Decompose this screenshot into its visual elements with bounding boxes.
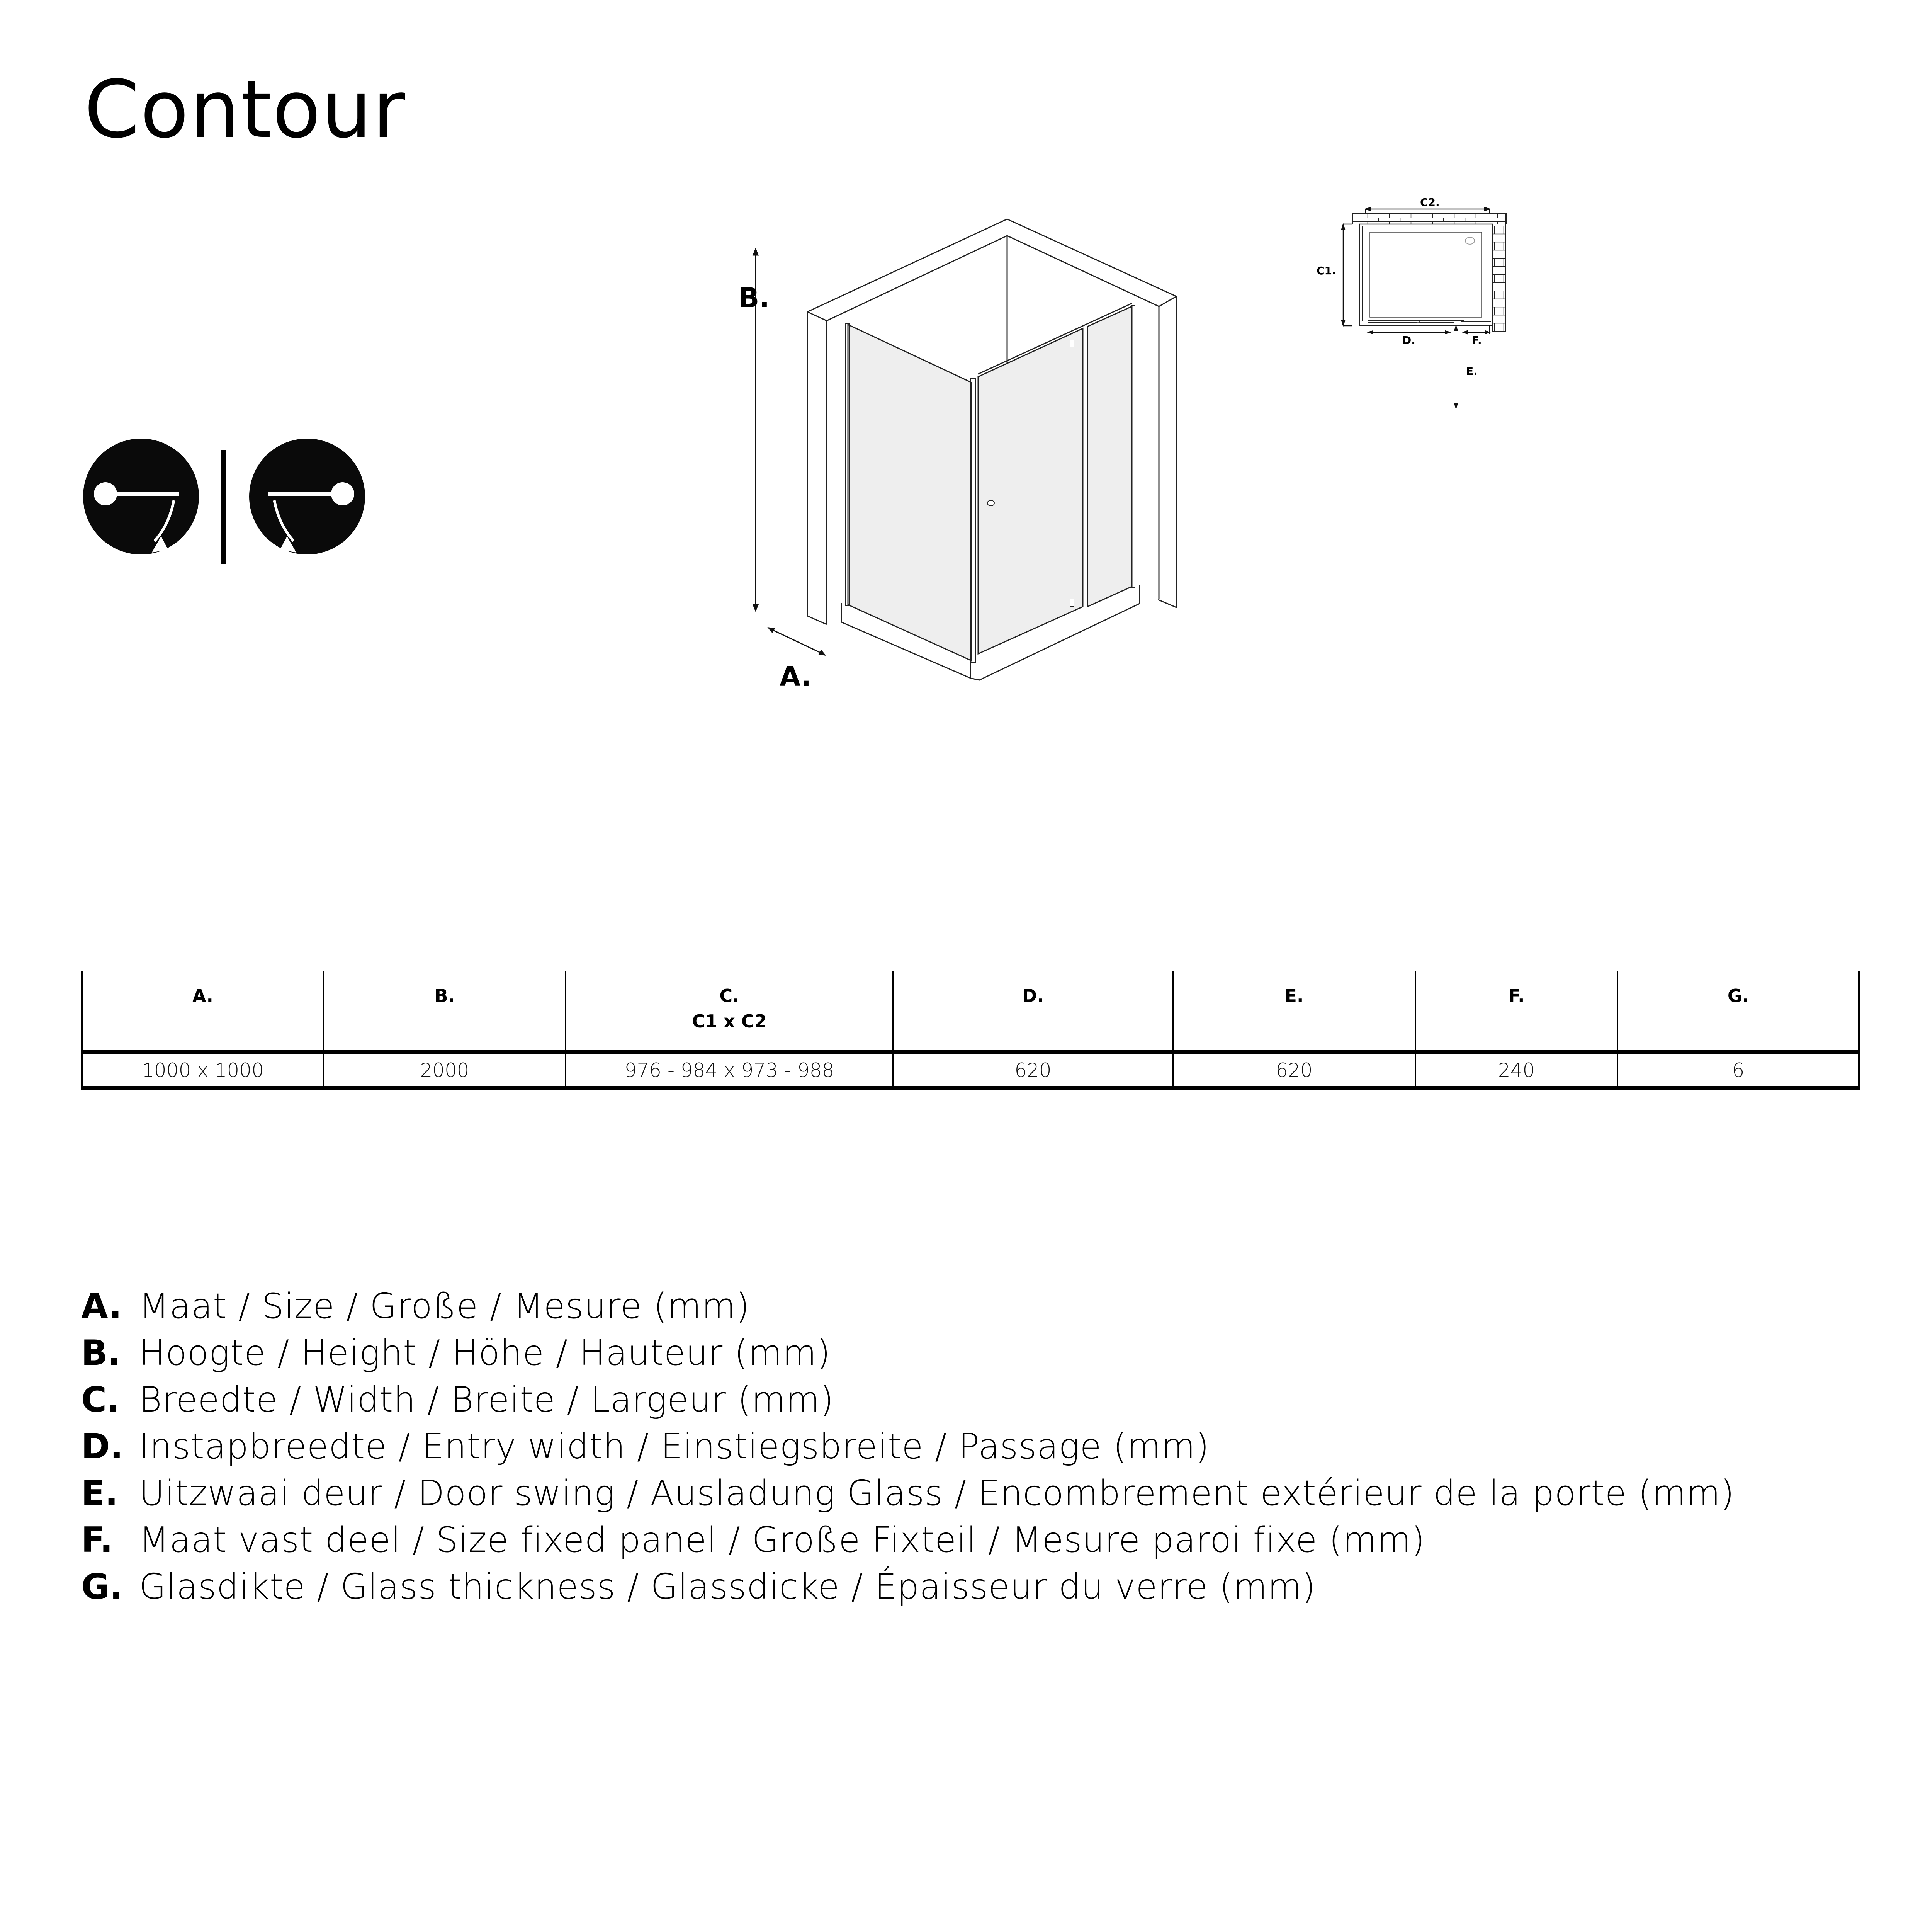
- legend-item: G.Glasdikte / Glass thickness / Glassdic…: [81, 1566, 1316, 1607]
- label-d: D.: [1402, 334, 1415, 347]
- label-e: E.: [1466, 365, 1478, 378]
- label-f: F.: [1472, 334, 1482, 347]
- dimension-a: [767, 627, 826, 656]
- label-b: B.: [739, 282, 770, 314]
- hinge-right-swing-icon: [249, 439, 365, 554]
- header-f: F.: [1415, 971, 1618, 1054]
- dimension-b: [752, 247, 759, 612]
- dimension-c1: [1341, 223, 1352, 327]
- cell-b: 2000: [323, 1052, 566, 1090]
- door-swing-icons: [83, 439, 365, 564]
- page-title: Contour: [84, 64, 406, 156]
- header-d: D.: [892, 971, 1174, 1054]
- dimension-f: [1462, 325, 1491, 335]
- dimension-e: [1454, 324, 1458, 410]
- drain-icon: [1465, 237, 1475, 245]
- header-a: A.: [81, 971, 324, 1054]
- legend-item: A.Maat / Size / Große / Mesure (mm): [81, 1286, 750, 1327]
- label-c2: C2.: [1420, 196, 1440, 209]
- header-c: C.C1 x C2: [565, 971, 894, 1054]
- cell-d: 620: [892, 1052, 1174, 1090]
- header-e: E.: [1172, 971, 1416, 1054]
- label-a: A.: [780, 661, 811, 692]
- header-g: G.: [1617, 971, 1860, 1054]
- header-b: B.: [323, 971, 566, 1054]
- spec-table-header-row: A. B. C.C1 x C2 D. E. F. G.: [81, 971, 1860, 1054]
- hinge-left-swing-icon: [83, 439, 199, 554]
- fixed-glass-panel: [1087, 305, 1133, 608]
- isometric-shower-diagram: B. A.: [739, 218, 1177, 692]
- table-row: 1000 x 1000 2000 976 - 984 x 973 - 988 6…: [81, 1052, 1860, 1090]
- legend: A.Maat / Size / Große / Mesure (mm) B.Ho…: [81, 1283, 1735, 1610]
- cell-g: 6: [1617, 1052, 1860, 1090]
- cell-e: 620: [1172, 1052, 1416, 1090]
- door-knob-icon: [987, 500, 995, 506]
- cell-f: 240: [1415, 1052, 1618, 1090]
- header-c-sub: C1 x C2: [692, 1011, 767, 1032]
- spec-table: A. B. C.C1 x C2 D. E. F. G. 1000 x 1000 …: [81, 971, 1860, 1090]
- side-wall: [1492, 224, 1506, 332]
- door-glass-panel: [977, 327, 1084, 655]
- legend-item: F.Maat vast deel / Size fixed panel / Gr…: [81, 1520, 1425, 1560]
- legend-item: E.Uitzwaai deur / Door swing / Ausladung…: [81, 1473, 1735, 1514]
- dimension-c2: [1364, 207, 1492, 213]
- cell-a: 1000 x 1000: [81, 1052, 324, 1090]
- dimension-d: [1366, 323, 1452, 335]
- cell-c: 976 - 984 x 973 - 988: [565, 1052, 894, 1090]
- legend-item: D.Instapbreedte / Entry width / Einstieg…: [81, 1426, 1210, 1467]
- legend-item: B.Hoogte / Height / Höhe / Hauteur (mm): [81, 1333, 831, 1373]
- legend-item: C.Breedte / Width / Breite / Largeur (mm…: [81, 1379, 834, 1420]
- plan-view-diagram: C2. C1. D. F. E.: [1317, 196, 1507, 410]
- side-glass-panel: [847, 323, 972, 662]
- divider-line: [221, 450, 226, 564]
- label-c1: C1.: [1317, 264, 1336, 277]
